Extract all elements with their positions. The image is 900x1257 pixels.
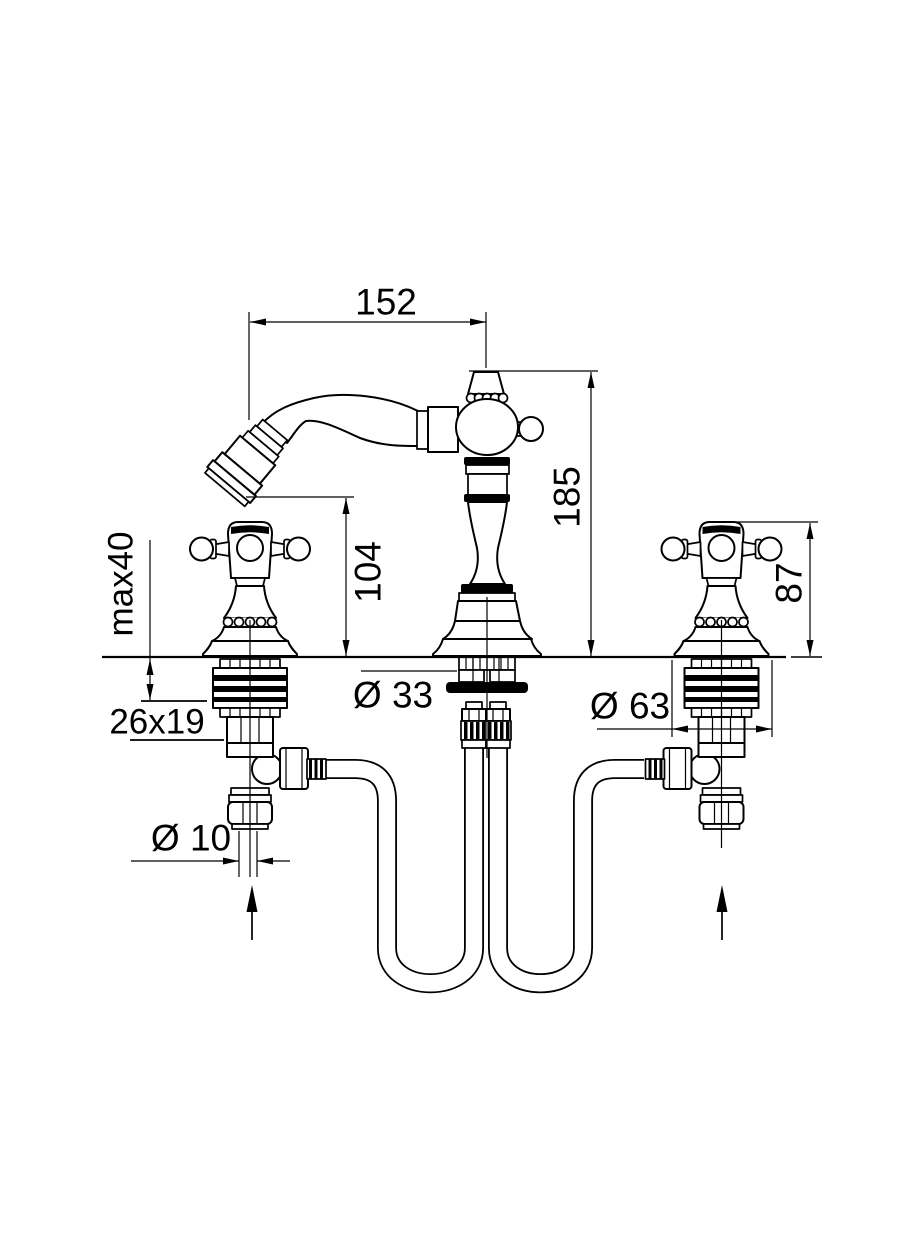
diverter-knob xyxy=(518,416,544,442)
dim-max-counter-thickness: max40 xyxy=(102,531,141,636)
flow-arrow-right xyxy=(716,885,728,940)
flow-arrow-left xyxy=(246,885,258,940)
spout-tube xyxy=(261,393,419,447)
dim-center-hole-diameter: Ø 33 xyxy=(353,675,433,716)
dim-handle-height: 87 xyxy=(769,562,810,603)
dim-spout-height-total: 185 xyxy=(547,466,588,528)
dimension-annotations: 152 185 104 87 max40 26x19 Ø 33 xyxy=(102,282,818,865)
flexible-supply-hoses xyxy=(326,747,644,994)
left-valve-tail-pipes xyxy=(238,831,258,877)
center-underdeck-assembly xyxy=(446,638,528,749)
centerlines xyxy=(249,597,723,877)
dim-base-diameter: Ø 63 xyxy=(590,686,670,727)
dim-tail-pipe-diameter: Ø 10 xyxy=(151,818,231,859)
aerator xyxy=(204,418,289,508)
dim-spout-outlet-height: 104 xyxy=(348,541,389,603)
dim-spout-reach: 152 xyxy=(355,282,417,323)
right-valve-body xyxy=(644,658,760,830)
dim-shank-size: 26x19 xyxy=(109,703,204,742)
left-valve-body xyxy=(212,658,327,830)
pop-up-knob xyxy=(467,371,505,395)
